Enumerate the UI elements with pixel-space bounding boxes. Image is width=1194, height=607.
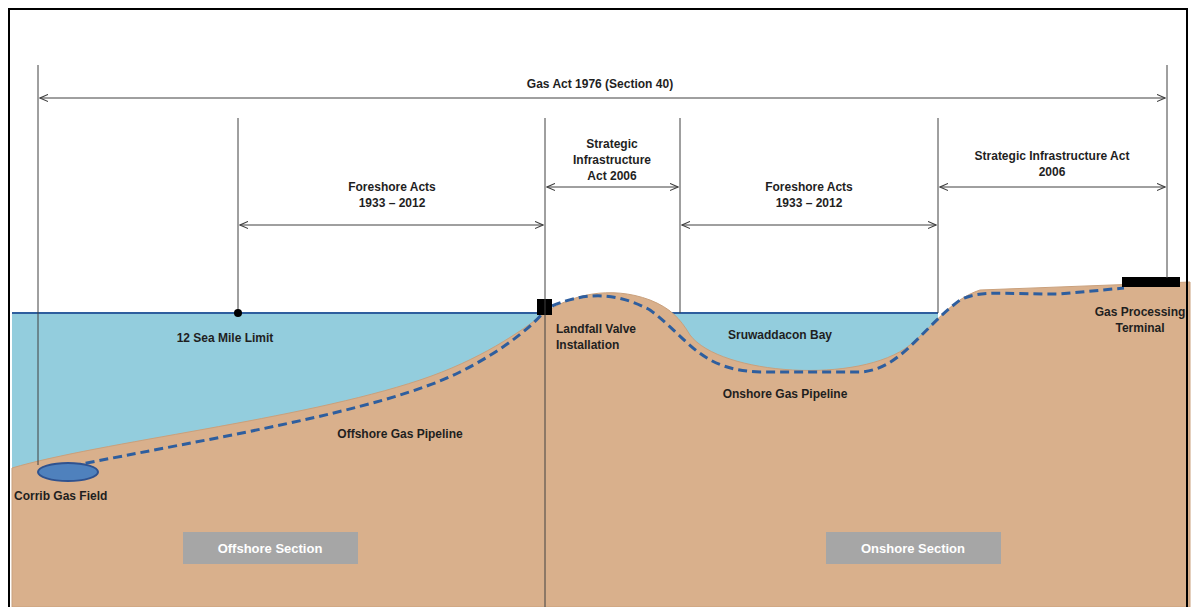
gas-field: [38, 463, 98, 481]
section-label: Offshore Section: [218, 541, 323, 556]
boundary-lines: [38, 65, 1167, 607]
water-surface: [12, 312, 938, 314]
label-text: Sruwaddacon Bay: [710, 327, 850, 343]
label-text: Gas Processing Terminal: [1092, 304, 1188, 336]
ground: [12, 282, 1190, 607]
section-box: Onshore Section: [826, 532, 1001, 564]
onshore-pipeline: [552, 288, 1124, 372]
label-text: 12 Sea Mile Limit: [155, 330, 295, 346]
label-text: Foreshore Acts 1933 – 2012: [337, 179, 447, 211]
label-text: Landfall Valve Installation: [556, 321, 660, 353]
label-text: Foreshore Acts 1933 – 2012: [754, 179, 864, 211]
limit-dot: [234, 309, 242, 317]
span-arrows: [40, 98, 1165, 225]
label-text: Corrib Gas Field: [14, 488, 144, 504]
label-text: Onshore Gas Pipeline: [705, 386, 865, 402]
label-text: Strategic Infrastructure Act 2006: [564, 136, 660, 184]
label-text: Offshore Gas Pipeline: [315, 426, 485, 442]
section-box: Offshore Section: [183, 532, 358, 564]
label-text: Gas Act 1976 (Section 40): [450, 76, 750, 92]
frame: [9, 9, 1187, 607]
label-text: Strategic Infrastructure Act 2006: [967, 148, 1137, 180]
section-label: Onshore Section: [861, 541, 965, 556]
terminal-symbol: [1122, 277, 1180, 287]
offshore-pipeline: [72, 314, 542, 466]
